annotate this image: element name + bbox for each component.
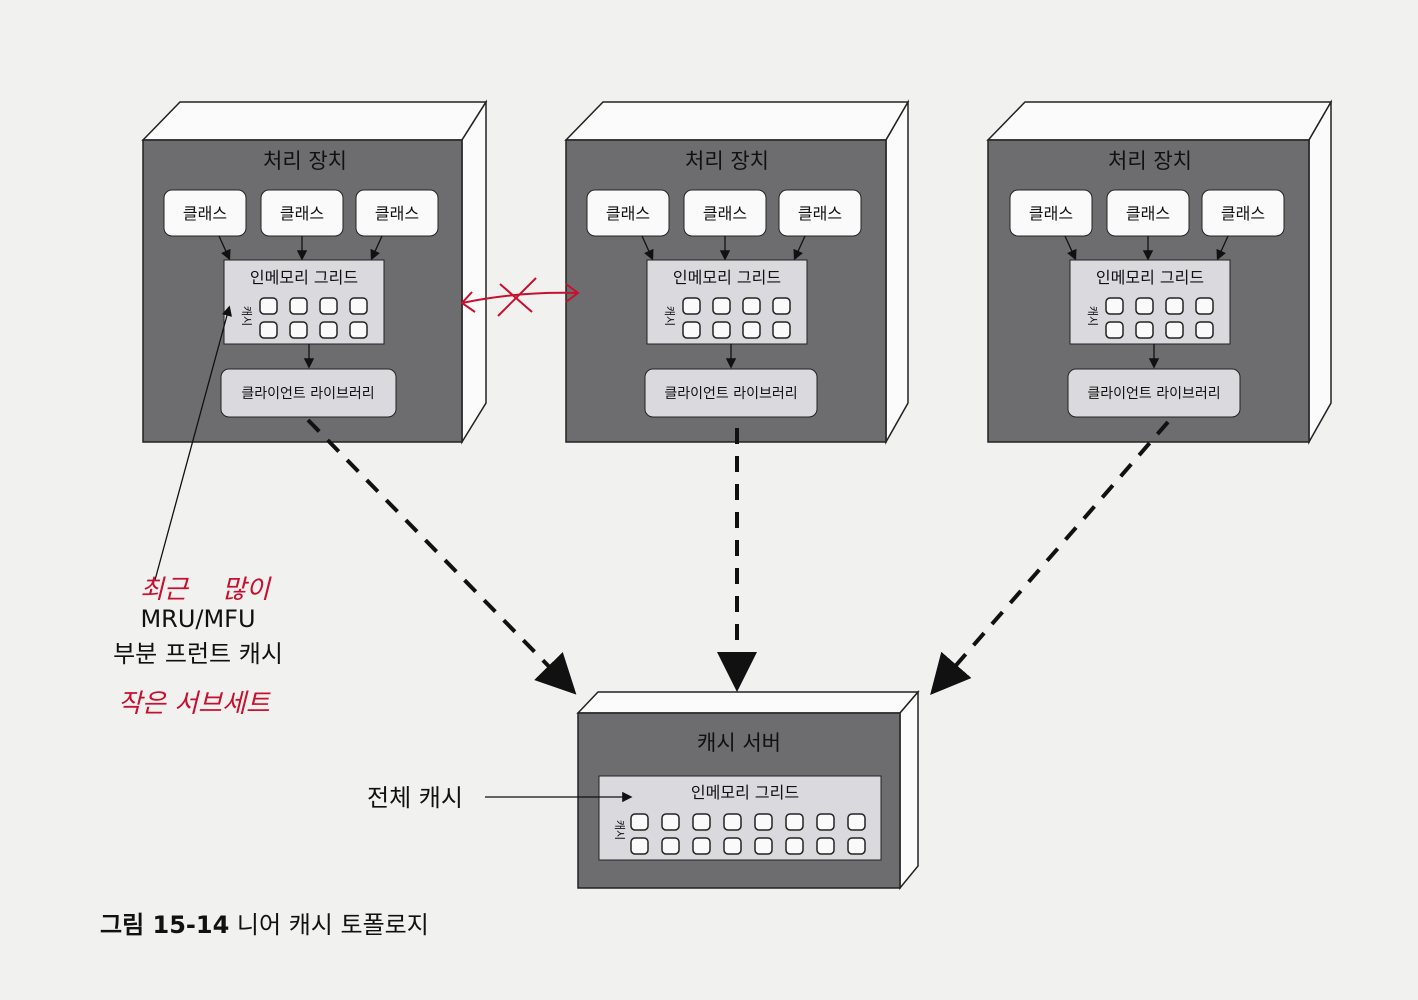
- annotation-many: 많이: [222, 575, 272, 605]
- class-label: 클래스: [606, 204, 650, 223]
- class-box: [355, 189, 439, 237]
- annotation-recent: 최근: [140, 575, 190, 605]
- connection-3: [930, 420, 1170, 696]
- class-box: [1009, 189, 1093, 237]
- class-box: [1201, 189, 1285, 237]
- processing-unit-2: 처리 장치 클래스 클래스 클래스 인메모리 그리드 캐시 클라이언트 라이브러…: [564, 99, 910, 445]
- class-box: [586, 189, 670, 237]
- cache-label: 캐시: [613, 820, 626, 840]
- library-label: 클라이언트 라이브러리: [664, 386, 797, 402]
- unit-title: 처리 장치: [685, 149, 769, 173]
- client-library: [1067, 368, 1241, 418]
- box-top-face: [141, 101, 488, 141]
- box-top-face: [576, 691, 920, 714]
- figure-caption: 그림 15-14 니어 캐시 토폴로지: [100, 905, 429, 940]
- client-library: [644, 368, 818, 418]
- unit-title: 처리 장치: [263, 149, 347, 173]
- cache-slots: [1105, 297, 1214, 339]
- no-sync-marker: [460, 277, 580, 317]
- grid-title: 인메모리 그리드: [691, 783, 799, 802]
- front-cache-label-line1: MRU/MFU: [140, 605, 255, 633]
- cache-server: 캐시 서버 인메모리 그리드 캐시: [576, 689, 920, 891]
- front-cache-pointer: [154, 305, 232, 581]
- cache-label: 캐시: [240, 306, 253, 326]
- processing-unit-1: 처리 장치 클래스 클래스 클래스 인메모리 그리드 캐시 클라이언트 라이브러…: [141, 99, 488, 445]
- box-top-face: [564, 101, 910, 141]
- figure-number: 그림 15-14: [100, 911, 230, 939]
- class-label: 클래스: [1126, 204, 1170, 223]
- box-side-face: [899, 689, 919, 891]
- processing-unit-3: 처리 장치 클래스 클래스 클래스 인메모리 그리드 캐시 클라이언트 라이브러…: [986, 99, 1333, 445]
- library-label: 클라이언트 라이브러리: [241, 386, 374, 402]
- front-cache-label-line2: 부분 프런트 캐시: [113, 640, 283, 668]
- server-title: 캐시 서버: [697, 731, 781, 755]
- grid-title: 인메모리 그리드: [673, 268, 781, 287]
- cache-connections: [306, 418, 1170, 696]
- grid-title: 인메모리 그리드: [1096, 268, 1204, 287]
- cache-slots: [259, 297, 368, 339]
- class-box: [778, 189, 862, 237]
- class-label: 클래스: [1029, 204, 1073, 223]
- handwritten-annotations: 최근 많이 작은 서브세트: [118, 277, 580, 719]
- cache-label: 캐시: [663, 306, 676, 326]
- connection-1: [306, 418, 577, 695]
- class-label: 클래스: [375, 204, 419, 223]
- class-label: 클래스: [1221, 204, 1265, 223]
- box-side-face: [1308, 99, 1332, 445]
- annotation-small-subset: 작은 서브세트: [118, 689, 271, 719]
- box-top-face: [986, 101, 1333, 141]
- class-label: 클래스: [183, 204, 227, 223]
- box-side-face: [461, 99, 487, 445]
- class-box: [163, 189, 247, 237]
- class-label: 클래스: [703, 204, 747, 223]
- class-label: 클래스: [280, 204, 324, 223]
- cache-slots: [630, 813, 866, 855]
- library-label: 클라이언트 라이브러리: [1087, 386, 1220, 402]
- client-library: [220, 368, 397, 418]
- full-cache-label: 전체 캐시: [367, 784, 463, 812]
- cache-slots: [682, 297, 791, 339]
- cache-label: 캐시: [1086, 306, 1099, 326]
- grid-title: 인메모리 그리드: [250, 268, 358, 287]
- unit-title: 처리 장치: [1108, 149, 1192, 173]
- figure-title: 니어 캐시 토폴로지: [236, 911, 429, 939]
- class-label: 클래스: [798, 204, 842, 223]
- box-side-face: [885, 99, 909, 445]
